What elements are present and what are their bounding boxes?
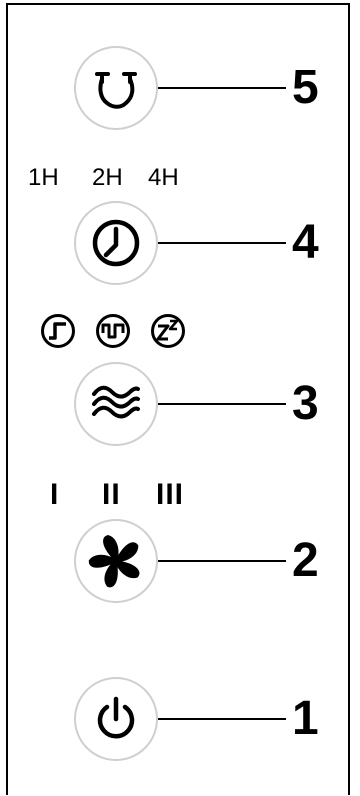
callout-number-4: 4 [292, 216, 319, 269]
timer-button[interactable] [74, 201, 158, 285]
callout-number-2: 2 [292, 534, 319, 587]
callout-number-5: 5 [292, 61, 319, 114]
callout-number-3: 3 [292, 377, 319, 430]
mode-button[interactable] [74, 362, 158, 446]
leader-line-5 [158, 87, 286, 89]
leader-line-2 [158, 560, 286, 562]
power-icon [97, 696, 135, 739]
normal-mode-icon [41, 314, 75, 348]
sleep-mode-icon [151, 314, 185, 348]
speed-label-1: I [50, 478, 60, 511]
leader-line-3 [158, 403, 286, 405]
control-panel-outline [6, 3, 350, 795]
leader-line-1 [158, 718, 286, 720]
timer-label-4h: 4H [148, 164, 179, 191]
clock-timer-icon [92, 219, 140, 267]
power-button[interactable] [74, 677, 158, 761]
timer-label-2h: 2H [92, 164, 123, 191]
leader-line-4 [158, 242, 286, 244]
callout-number-1: 1 [292, 692, 319, 745]
fan-speed-button[interactable] [74, 519, 158, 603]
swing-button[interactable] [74, 46, 158, 130]
speed-label-2: II [102, 478, 121, 511]
swing-arrows-icon [95, 72, 137, 109]
timer-label-1h: 1H [28, 164, 59, 191]
natural-mode-icon [96, 314, 130, 348]
fan-speed-icon [88, 535, 140, 588]
wind-mode-icon [92, 385, 140, 419]
speed-label-3: III [156, 478, 185, 511]
